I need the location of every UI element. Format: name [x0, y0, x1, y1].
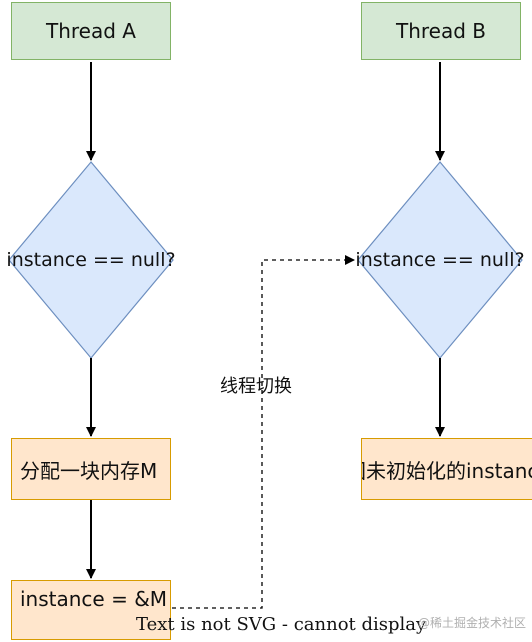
thread-a-allocate-label: 分配一块内存M	[20, 458, 158, 483]
thread-a-start: Thread A	[11, 2, 171, 60]
thread-a-assign-label: instance = &M	[20, 587, 168, 611]
thread-a-allocate-step: 分配一块内存M	[11, 438, 171, 500]
thread-switch-label: 线程切换	[220, 376, 292, 397]
thread-b-start: Thread B	[361, 2, 521, 60]
svg-fallback-text: Text is not SVG - cannot display	[136, 614, 427, 635]
thread-switch-arrow	[172, 255, 355, 609]
watermark: @稀土掘金技术社区	[418, 616, 527, 630]
thread-b-result-label: 返回未初始化的instance	[362, 458, 532, 483]
thread-b-title: Thread B	[395, 19, 486, 43]
thread-b-condition-label: instance == null?	[355, 249, 525, 271]
thread-a-assign-step: instance = &M	[11, 580, 171, 640]
thread-a-condition-label: instance == null?	[6, 249, 176, 271]
thread-b-result-step: 返回未初始化的instance	[361, 438, 532, 500]
thread-a-title: Thread A	[46, 19, 136, 43]
